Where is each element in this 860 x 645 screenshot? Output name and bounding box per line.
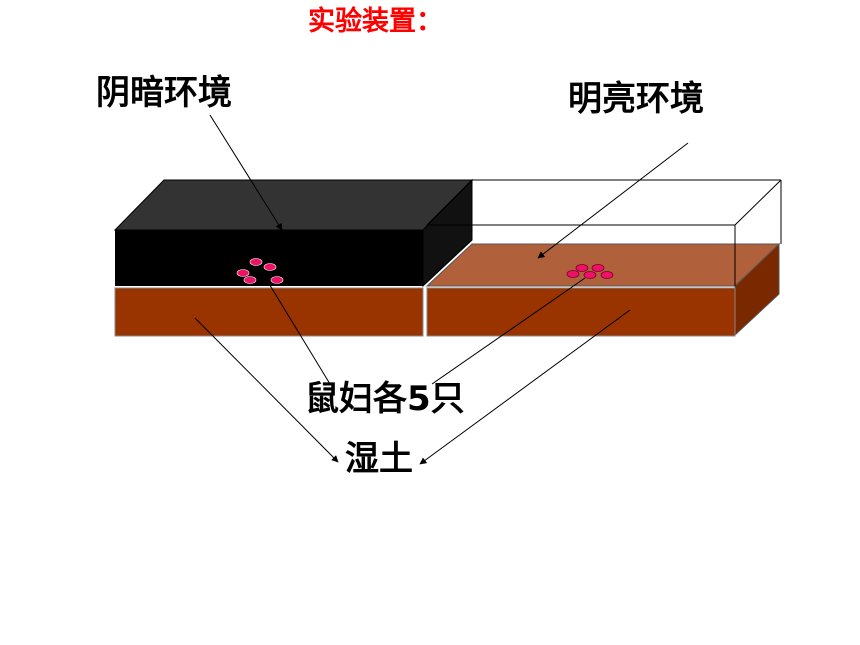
page-title: 实验装置： [308, 6, 443, 37]
woodlouse [575, 264, 589, 272]
arrow-bright-environment [537, 142, 689, 259]
woodlouse [249, 258, 263, 266]
line-woodlice-dark [267, 281, 331, 385]
dark-cover-top [113, 179, 474, 231]
arrow-soil-dark [194, 317, 339, 463]
dark-environment-label: 阴暗环境 [96, 73, 232, 113]
line-woodlice-bright [431, 277, 586, 385]
arrow-soil-bright [419, 309, 631, 465]
woodlouse [270, 276, 284, 284]
woodlouse [583, 271, 597, 279]
woodlouse [566, 270, 580, 278]
woodlouse [591, 264, 605, 272]
woodlouse [243, 276, 257, 284]
bright-environment-label: 明亮环境 [568, 79, 704, 119]
woodlice-bright [566, 264, 614, 279]
woodlouse [263, 263, 277, 271]
moist-soil-label: 湿土 [345, 439, 413, 479]
soil-top-bright [425, 243, 781, 287]
dark-cover-front [115, 230, 423, 286]
woodlice-label: 鼠妇各5只 [305, 379, 465, 419]
woodlice-dark [236, 258, 284, 284]
woodlouse [600, 271, 614, 279]
woodlouse [236, 269, 250, 277]
pointer-lines [194, 114, 689, 465]
arrow-dark-environment [209, 114, 283, 231]
soil-front-dark [114, 287, 424, 337]
soil-front-bright [426, 287, 736, 337]
